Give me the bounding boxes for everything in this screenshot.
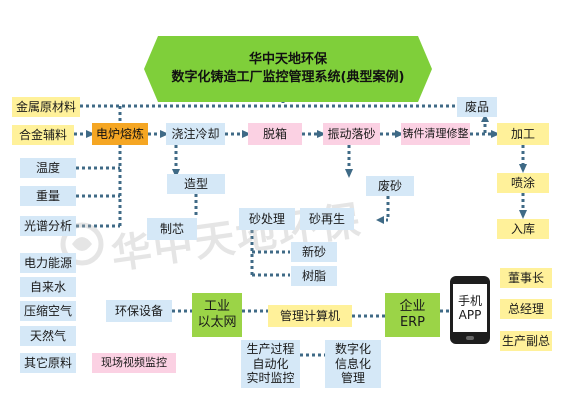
enterprise-erp-hub: 企业 ERP <box>385 293 440 337</box>
finishing-waste-product: 废品 <box>457 97 497 117</box>
sand-processing: 砂处理 <box>239 208 295 230</box>
environmental-equipment: 环保设备 <box>106 300 172 322</box>
digital-information-management: 数字化 信息化 管理 <box>325 340 381 388</box>
energy-other-raw-materials: 其它原料 <box>20 353 76 373</box>
energy-electric-power: 电力能源 <box>20 253 76 273</box>
finishing-warehousing: 入库 <box>497 219 549 239</box>
process-pouring-cooling: 浇注冷却 <box>166 123 225 145</box>
title-banner: 华中天地环保 数字化铸造工厂监控管理系统(典型案例) <box>144 36 432 102</box>
molding-model: 造型 <box>167 174 225 194</box>
energy-tap-water: 自来水 <box>20 277 76 297</box>
input-alloy-auxiliary: 合金辅料 <box>12 125 74 145</box>
sand-new: 新砂 <box>291 242 337 262</box>
input-metal-raw-material: 金属原材料 <box>12 97 80 117</box>
phone-home-button-icon <box>466 336 474 340</box>
site-video-monitoring: 现场视频监控 <box>92 353 176 373</box>
title-banner-shape <box>144 36 432 102</box>
process-vibration-sand-shakeout: 振动落砂 <box>323 123 380 145</box>
title-line-2: 数字化铸造工厂监控管理系统(典型案例) <box>171 70 405 85</box>
sand-resin: 树脂 <box>291 266 337 286</box>
watermark-logo-icon <box>60 222 104 266</box>
sand-waste: 废砂 <box>366 176 414 196</box>
process-casting-cleaning-trimming: 铸件清理修整 <box>401 123 470 145</box>
mobile-app-screen: 手机 APP <box>453 284 487 332</box>
molding-core-making: 制芯 <box>147 218 197 240</box>
executive-general-manager: 总经理 <box>500 299 552 319</box>
title-line-1: 华中天地环保 <box>248 52 327 67</box>
process-electric-furnace-melting: 电炉熔炼 <box>92 123 148 145</box>
executive-production-vp: 生产副总 <box>500 331 552 351</box>
check-temperature: 温度 <box>20 158 76 178</box>
executive-chairman: 董事长 <box>500 268 552 288</box>
management-computer: 管理计算机 <box>268 305 352 327</box>
industrial-ethernet-hub: 工业 以太网 <box>192 293 242 337</box>
energy-compressed-air: 压缩空气 <box>20 301 76 321</box>
energy-natural-gas: 天然气 <box>20 326 76 346</box>
check-spectral-analysis: 光谱分析 <box>20 216 76 236</box>
process-shakeout: 脱箱 <box>248 123 302 145</box>
check-weight: 重量 <box>20 186 76 206</box>
mobile-phone-icon: 手机 APP <box>450 276 490 344</box>
finishing-machining: 加工 <box>497 123 549 145</box>
sand-recycling: 砂再生 <box>300 208 354 230</box>
production-process-realtime-monitoring: 生产过程 自动化 实时监控 <box>241 340 300 388</box>
finishing-spraying: 喷涂 <box>497 173 549 193</box>
